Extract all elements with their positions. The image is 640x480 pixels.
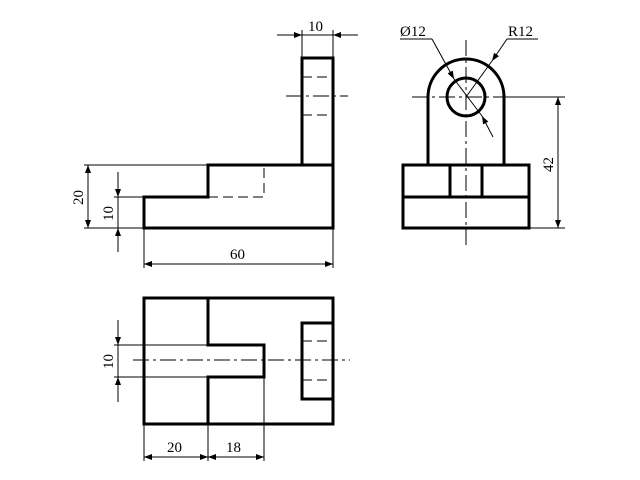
top-view: 10 20 18 [101,296,350,461]
dim-top-slot-depth: 18 [226,440,241,456]
dim-hole-diameter: Ø12 [400,24,426,40]
dim-arc-radius: R12 [508,24,533,40]
front-view: 10 20 10 60 [71,19,358,268]
dim-top-offset: 20 [167,440,182,456]
dim-front-top-width: 10 [308,19,323,35]
dim-front-total-height: 20 [71,190,87,205]
side-view: 42 Ø12 R12 [400,24,565,246]
dim-front-step-height: 10 [101,206,117,221]
dim-top-slot-width: 10 [101,354,117,369]
dim-side-height: 42 [541,157,557,172]
dim-front-length: 60 [230,247,245,263]
